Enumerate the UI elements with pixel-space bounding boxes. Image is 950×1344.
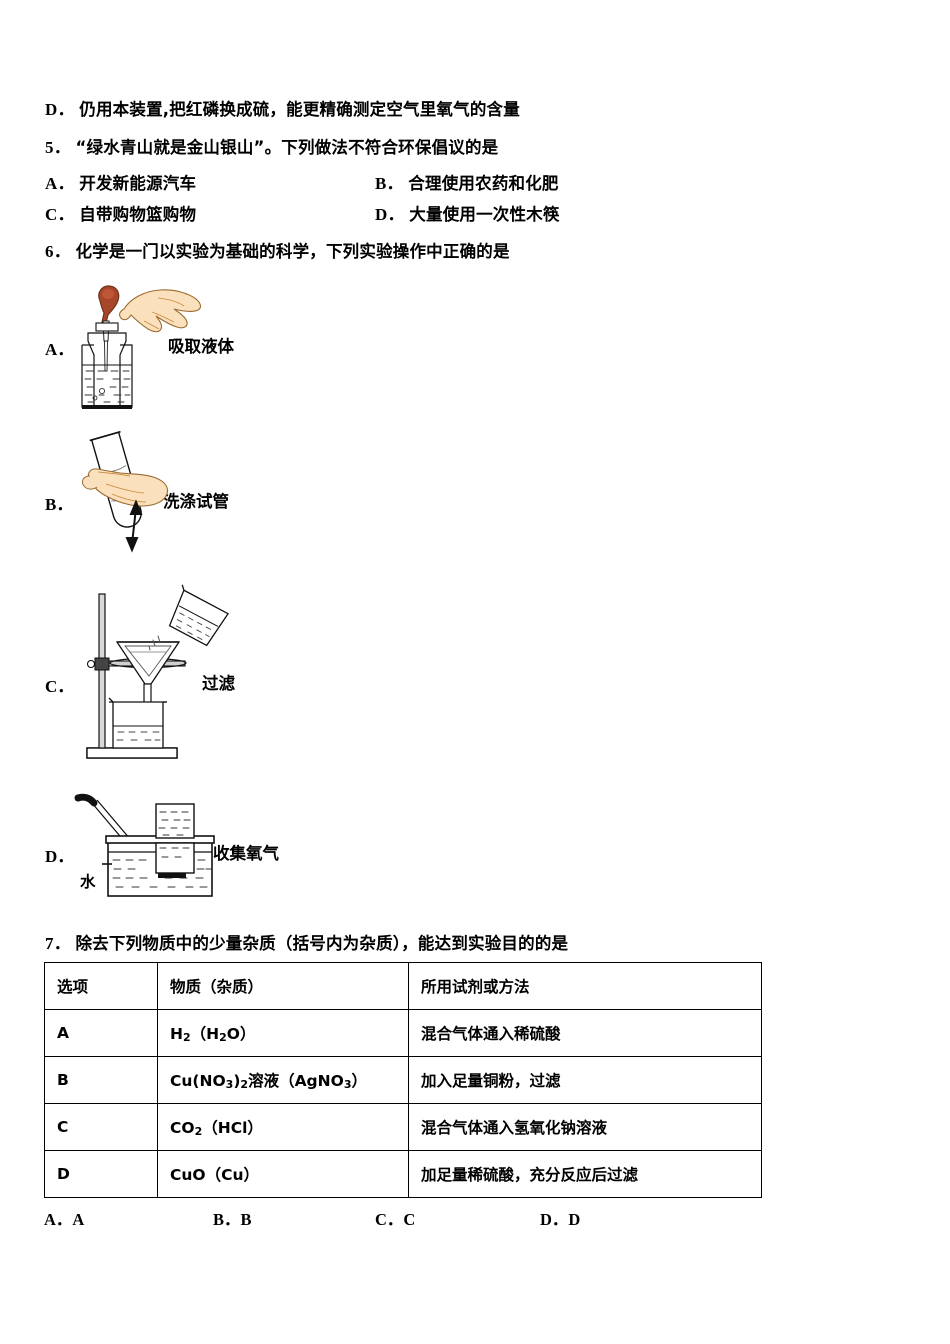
- row-b-method: 加入足量铜粉，过滤: [408, 1056, 762, 1104]
- row-d-option: D: [44, 1150, 158, 1198]
- q5-option-b-letter: B．: [375, 174, 404, 193]
- q6-choice-d[interactable]: D． 收集氧气 水: [0, 790, 950, 905]
- q5-number: 5．: [45, 138, 71, 157]
- q5-option-d[interactable]: D． 大量使用一次性木筷: [375, 203, 560, 226]
- q6-choice-c-caption: 过滤: [202, 674, 235, 693]
- q5-option-c-letter: C．: [45, 205, 75, 224]
- row-b-substance: Cu(NO3)2溶液（AgNO3）: [157, 1056, 409, 1104]
- q6-choice-d-water-label: 水: [80, 873, 96, 891]
- q7-stem-text: 除去下列物质中的少量杂质（括号内为杂质），能达到实验目的的是: [75, 934, 569, 953]
- row-c-option: C: [44, 1103, 158, 1151]
- table-row: D CuO（Cu） 加足量稀硫酸，充分反应后过滤: [44, 1150, 762, 1198]
- q5-stem-text: “绿水青山就是金山银山”。下列做法不符合环保倡议的是: [75, 138, 499, 157]
- q7-stem: 7． 除去下列物质中的少量杂质（括号内为杂质），能达到实验目的的是: [45, 932, 568, 955]
- dropper-bottle-icon: [81, 285, 201, 409]
- q7-answer-a-value: A: [72, 1210, 85, 1229]
- table-row: C CO2（HCl） 混合气体通入氢氧化钠溶液: [44, 1103, 762, 1151]
- q5-option-a-letter: A．: [45, 174, 75, 193]
- header-method: 所用试剂或方法: [408, 962, 762, 1010]
- q5-option-c[interactable]: C． 自带购物篮购物: [45, 203, 196, 226]
- q4-option-d-text: 仍用本装置,把红磷换成硫，能更精确测定空气里氧气的含量: [79, 100, 520, 119]
- q6-stem-text: 化学是一门以实验为基础的科学，下列实验操作中正确的是: [75, 242, 510, 261]
- q7-answer-d[interactable]: D．D: [540, 1206, 580, 1230]
- filtration-apparatus-icon: [86, 584, 229, 759]
- row-c-method: 混合气体通入氢氧化钠溶液: [408, 1103, 762, 1151]
- q7-answer-c[interactable]: C．C: [375, 1206, 415, 1230]
- header-option: 选项: [44, 962, 158, 1010]
- q7-answer-options: A．A B．B C．C D．D: [0, 1206, 950, 1230]
- q6-choice-a[interactable]: A． 吸取液体: [0, 275, 950, 415]
- row-a-substance: H2（H2O）: [157, 1009, 409, 1057]
- row-a-method: 混合气体通入稀硫酸: [408, 1009, 762, 1057]
- q7-answer-b-value: B: [240, 1210, 252, 1229]
- table-row: B Cu(NO3)2溶液（AgNO3） 加入足量铜粉，过滤: [44, 1056, 762, 1104]
- q4-option-d-letter: D．: [45, 100, 75, 119]
- q6-choice-c-letter: C．: [45, 677, 75, 696]
- gas-collection-over-water-icon: [74, 793, 215, 897]
- q7-answer-a-letter: A．: [44, 1210, 73, 1229]
- row-c-substance: CO2（HCl）: [157, 1103, 409, 1151]
- q6-choice-a-letter: A．: [45, 340, 75, 359]
- row-a-option: A: [44, 1009, 158, 1057]
- q7-answer-b[interactable]: B．B: [213, 1206, 252, 1230]
- q7-answer-d-letter: D．: [540, 1210, 569, 1229]
- q7-answer-d-value: D: [568, 1210, 581, 1229]
- q5-option-a-text: 开发新能源汽车: [79, 174, 197, 193]
- q6-choice-a-caption: 吸取液体: [168, 337, 234, 356]
- q5-option-c-text: 自带购物篮购物: [79, 205, 197, 224]
- q6-choice-b-letter: B．: [45, 495, 74, 514]
- row-d-method: 加足量稀硫酸，充分反应后过滤: [408, 1150, 762, 1198]
- q5-option-d-letter: D．: [375, 205, 405, 224]
- q5-option-b-text: 合理使用农药和化肥: [408, 174, 559, 193]
- q7-answer-a[interactable]: A．A: [44, 1206, 84, 1230]
- q5-option-a[interactable]: A． 开发新能源汽车: [45, 172, 196, 195]
- test-tube-washing-icon: [81, 430, 169, 553]
- q6-choice-c[interactable]: C． 过滤: [0, 580, 950, 770]
- q6-choice-b[interactable]: B． 洗涤试管: [0, 428, 950, 558]
- impurity-removal-table: 选项 物质（杂质） 所用试剂或方法 A H2（H2O） 混合气体通入稀硫酸 B …: [44, 962, 762, 1198]
- row-b-option: B: [44, 1056, 158, 1104]
- q6-choice-d-caption: 收集氧气: [213, 844, 279, 863]
- header-substance: 物质（杂质）: [157, 962, 409, 1010]
- q5-option-d-text: 大量使用一次性木筷: [409, 205, 560, 224]
- q7-number: 7．: [45, 934, 71, 953]
- q7-answer-c-value: C: [403, 1210, 416, 1229]
- q7-answer-c-letter: C．: [375, 1210, 404, 1229]
- q6-stem: 6． 化学是一门以实验为基础的科学，下列实验操作中正确的是: [45, 240, 510, 263]
- row-d-substance: CuO（Cu）: [157, 1150, 409, 1198]
- q6-choice-d-letter: D．: [45, 847, 75, 866]
- table-row: A H2（H2O） 混合气体通入稀硫酸: [44, 1009, 762, 1057]
- q4-option-d: D． 仍用本装置,把红磷换成硫，能更精确测定空气里氧气的含量: [45, 98, 520, 121]
- q5-option-b[interactable]: B． 合理使用农药和化肥: [375, 172, 559, 195]
- q7-answer-b-letter: B．: [213, 1210, 241, 1229]
- table-header-row: 选项 物质（杂质） 所用试剂或方法: [44, 962, 762, 1010]
- q6-choice-b-caption: 洗涤试管: [163, 492, 229, 511]
- q5-stem: 5． “绿水青山就是金山银山”。下列做法不符合环保倡议的是: [45, 136, 498, 159]
- q6-number: 6．: [45, 242, 71, 261]
